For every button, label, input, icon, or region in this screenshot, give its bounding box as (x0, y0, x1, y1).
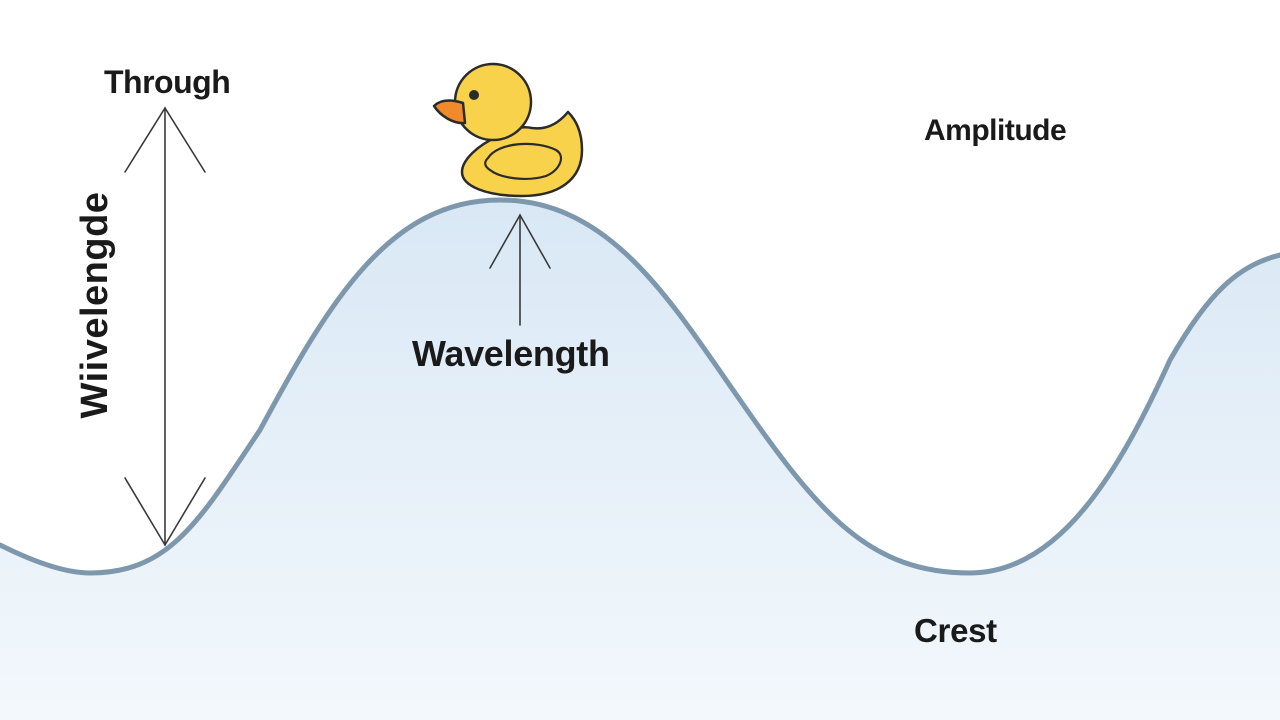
crest-pointer-arrow (489, 213, 551, 326)
water-fill (0, 200, 1280, 720)
duck-eye (469, 90, 479, 100)
rubber-duck-icon (432, 62, 584, 198)
amplitude-label: Amplitude (924, 114, 1067, 147)
vertical-measure-arrow (124, 106, 206, 547)
vertical-wavelength-label: Wiivelengde (74, 191, 116, 419)
wave-line (0, 197, 1280, 576)
wavelength-label: Wavelength (412, 333, 610, 374)
duck-beak (432, 99, 467, 125)
through-label: Through (104, 64, 231, 100)
duck-head (453, 62, 533, 142)
duck-wing (484, 142, 563, 180)
crest-label: Crest (914, 612, 997, 649)
